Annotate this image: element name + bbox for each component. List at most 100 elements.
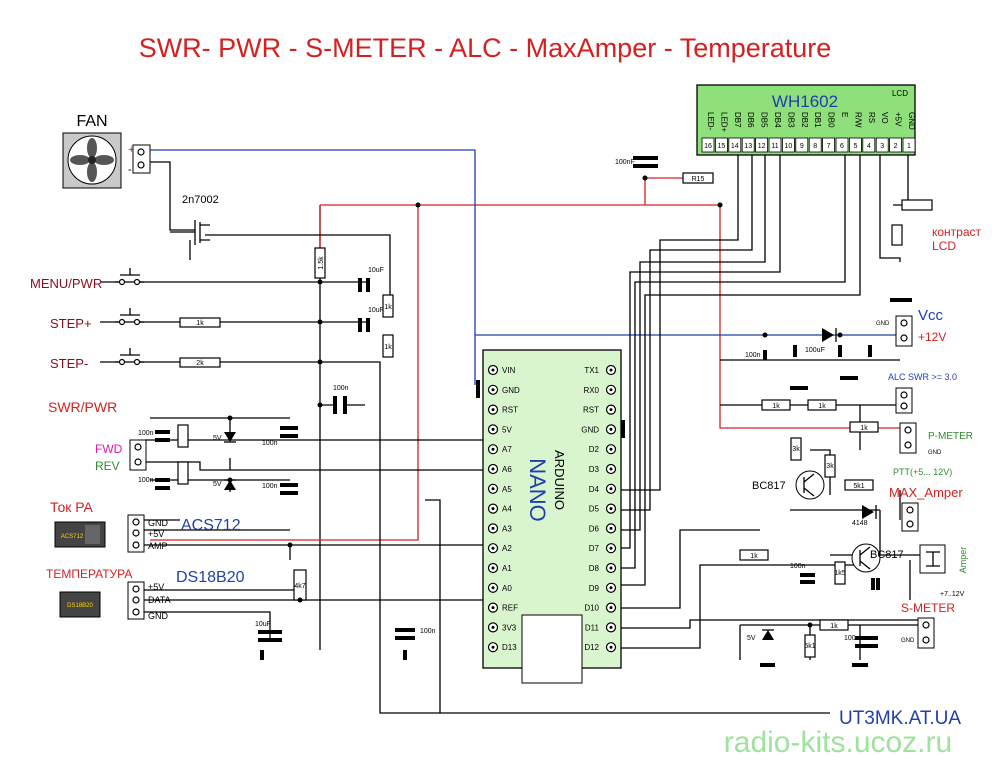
- fan-minus: -: [128, 164, 132, 176]
- acs712-name: ACS712: [181, 517, 241, 534]
- r-pmeter: 1k: [860, 425, 868, 432]
- nano-pin-right-label: D12: [584, 643, 599, 652]
- nano-pin-right-label: D10: [584, 604, 599, 613]
- nano-pin-right-dot: [609, 625, 613, 629]
- c-fwd: 100n: [138, 430, 154, 437]
- bc817-2-label: BC817: [870, 549, 904, 561]
- nano-pin-left-dot: [491, 487, 495, 491]
- r15: R15: [692, 176, 705, 183]
- d-4148: 4148: [852, 520, 868, 527]
- lcd-pin-box: [768, 137, 782, 153]
- ds18b20-section: ТЕМПЕРАТУРА DS18B20 +5V DATA GND DS18B20…: [46, 567, 436, 660]
- step-plus-button-icon: [115, 308, 144, 326]
- ds-pin-data: DATA: [148, 595, 171, 605]
- temp-label: ТЕМПЕРАТУРА: [46, 567, 132, 581]
- lcd-pin-label: DB7: [733, 112, 742, 128]
- lcd-pin-label: GND: [907, 112, 916, 130]
- nano-brand: ARDUINO: [552, 450, 567, 510]
- mosfet-2n7002: 2n7002: [170, 194, 219, 245]
- r-step-plus: 1k: [196, 320, 204, 327]
- r-bc2: 3k: [826, 463, 834, 470]
- nano-pin-right-dot: [609, 526, 613, 530]
- lcd-pin-number: 5: [853, 143, 857, 150]
- r-bus: 1.5k: [318, 256, 325, 270]
- r-alc2: 1k: [818, 403, 826, 410]
- nano-pin-left-dot: [491, 586, 495, 590]
- nano-pin-right-label: TX1: [584, 366, 599, 375]
- lcd-pin-box: [862, 137, 876, 153]
- nano-pin-left-dot: [491, 408, 495, 412]
- lcd-tag: LCD: [892, 89, 908, 98]
- lcd-pin-box: [728, 137, 742, 153]
- nano-pin-right-dot: [609, 408, 613, 412]
- nano-pin-left-label: 3V3: [502, 623, 517, 632]
- r-bc2-base: 1k: [750, 553, 758, 560]
- lcd-pin-label: LED+: [719, 112, 728, 133]
- nano-pin-left-dot: [491, 467, 495, 471]
- arduino-nano: ARDUINO NANO VINGNDRST5VA7A6A5A4A3A2A1A0…: [476, 349, 625, 684]
- nano-pin-left-dot: [491, 625, 495, 629]
- c-100n-bus: 100n: [333, 385, 349, 392]
- nano-pin-left-label: A1: [502, 564, 512, 573]
- lcd-pin-label: R/W: [853, 112, 862, 128]
- c-rev: 100n: [138, 477, 154, 484]
- nano-pin-right-dot: [609, 487, 613, 491]
- c-lcd: 100nF: [615, 159, 635, 166]
- nano-pin-right-dot: [609, 566, 613, 570]
- nano-pin-right-dot: [609, 467, 613, 471]
- nano-pin-right-label: D11: [585, 623, 600, 632]
- nano-pin-right-label: D7: [589, 544, 600, 553]
- r-1k-a: 1k: [384, 304, 392, 311]
- lcd-pin-number: 3: [880, 143, 884, 150]
- junctions: [227, 175, 843, 628]
- alc-label: ALC SWR >= 3.0: [888, 372, 957, 382]
- nano-pin-left-label: A2: [502, 544, 512, 553]
- nano-pin-left-label: GND: [502, 386, 520, 395]
- footer-site1: UT3MK.AT.UA: [839, 708, 961, 729]
- nano-pin-right-label: D3: [589, 465, 600, 474]
- r-1k-b: 1k: [384, 344, 392, 351]
- nano-pin-left-label: RST: [502, 406, 518, 415]
- filter-caps: 10uF 10uF 1k 1k 100n: [333, 267, 394, 414]
- pmeter-label: P-METER: [928, 431, 973, 442]
- nano-pin-left-label: A5: [502, 485, 512, 494]
- fan-label: FAN: [76, 113, 107, 130]
- nano-pin-left-label: D13: [502, 643, 517, 652]
- lcd-pin-label: DB0: [827, 112, 836, 128]
- rev-label: REV: [95, 459, 120, 473]
- nano-pin-right-label: D5: [589, 505, 600, 514]
- nano-pin-right-label: D6: [589, 524, 600, 533]
- nano-pin-left-label: A6: [502, 465, 512, 474]
- pmeter-gnd: GND: [928, 450, 942, 456]
- r-step-minus: 2k: [196, 360, 204, 367]
- lcd-pin-label: RS: [867, 112, 876, 123]
- lcd-pin-number: 8: [813, 143, 817, 150]
- lcd-pin-number: 2: [894, 143, 898, 150]
- c-rev2: 100n: [262, 483, 278, 490]
- lcd-pin-box: [849, 137, 862, 153]
- fan-component: FAN + -: [62, 113, 151, 189]
- ds-pin-5v: +5V: [148, 582, 164, 592]
- nano-pin-right-dot: [609, 368, 613, 372]
- footer-site2: radio-kits.ucoz.ru: [724, 726, 952, 759]
- lcd-pin-number: 11: [771, 143, 778, 150]
- amper-label: Amper: [958, 547, 968, 574]
- nano-pin-right-label: RST: [583, 406, 599, 415]
- nano-pin-right-label: D9: [589, 584, 600, 593]
- nano-pin-right-dot: [609, 388, 613, 392]
- nano-pin-right-dot: [609, 447, 613, 451]
- schematic-title: SWR- PWR - S-METER - ALC - MaxAmper - Te…: [139, 33, 832, 63]
- lcd-pin-label: VO: [880, 112, 889, 124]
- nano-pin-right-dot: [609, 427, 613, 431]
- r-bc1: 3k: [792, 446, 800, 453]
- bc817-1-label: BC817: [752, 480, 786, 492]
- vcc-label: Vcc: [918, 307, 944, 324]
- lcd-pin-number: 6: [840, 143, 844, 150]
- lcd-pin-number: 7: [827, 143, 831, 150]
- lcd-pin-number: 4: [867, 143, 871, 150]
- ptt-label: PTT(+5... 12V): [893, 467, 952, 477]
